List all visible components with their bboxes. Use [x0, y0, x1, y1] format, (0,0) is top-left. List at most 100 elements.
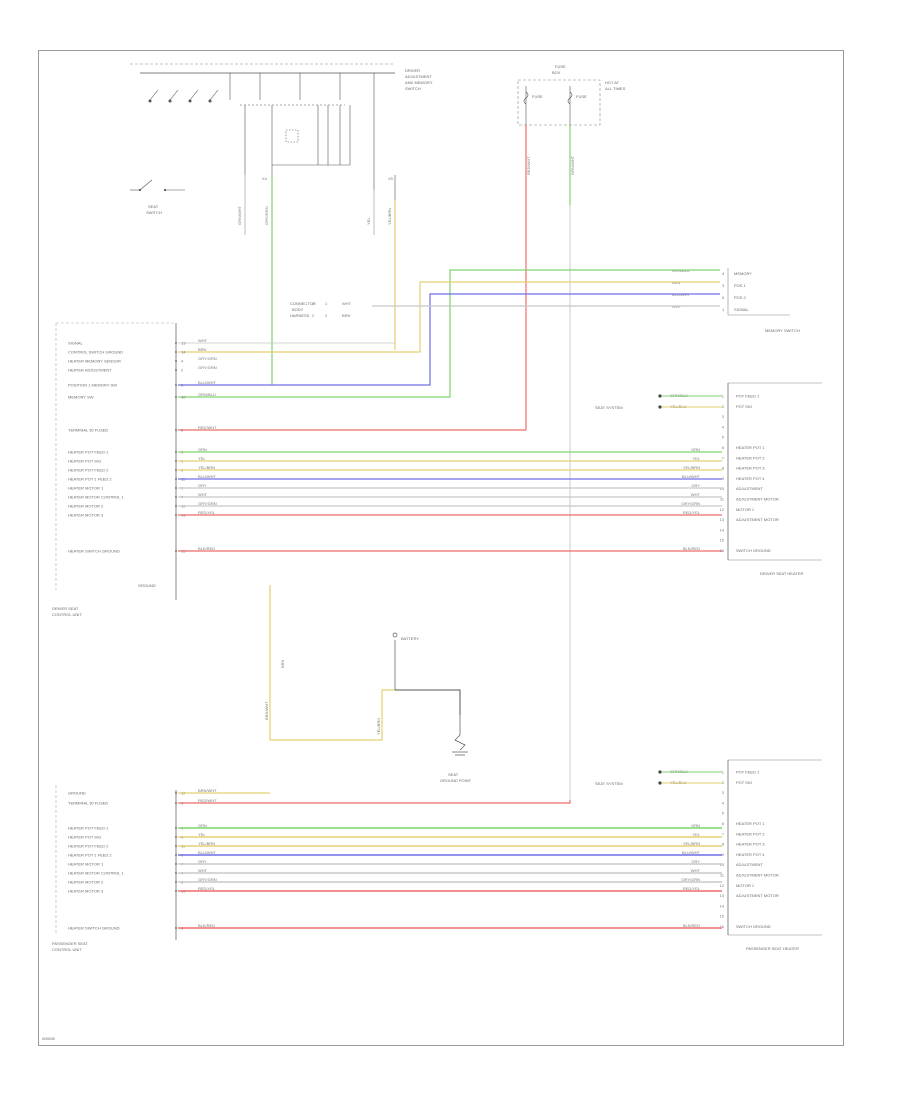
vlabel-9: BRN — [280, 659, 285, 668]
driver-pin-dot-14 — [175, 514, 177, 516]
driver-pin-dot-15 — [175, 550, 177, 552]
vlabel-5: RED/WHT — [526, 156, 531, 175]
passenger-pin-dot-7 — [175, 872, 177, 874]
driver-harness-end-label-2: YEL/BRN — [683, 465, 700, 470]
top-switch-label-2: ADJUSTMENT — [405, 74, 432, 79]
driver-heater-pin-label-6: HEATER POT 2 — [736, 455, 765, 460]
driver-pin-dot-6 — [175, 429, 177, 431]
driver-wire-label-11: GRY — [198, 483, 207, 488]
passenger-heater-pin-1: 2 — [722, 780, 725, 785]
memory-switch-wires — [178, 269, 720, 431]
passenger-pin-dot-9 — [175, 890, 177, 892]
ground-point-label-2: GROUND POINT — [440, 778, 472, 783]
passenger-heater-pin-label-5: HEATER POT 1 — [736, 821, 765, 826]
bottom-feed-wires — [178, 792, 571, 804]
passenger-harness-end-label-7: RED/YEL — [683, 886, 701, 891]
driver-pin-dot-1 — [175, 351, 177, 353]
driver-ground-label: GROUND — [138, 583, 156, 588]
mem-label-2: POS 1 — [734, 283, 747, 288]
passenger-signal-1: TERMINAL 30 FUSED — [68, 801, 108, 806]
driver-wire-label-8: YEL — [198, 456, 206, 461]
ground-point-label-1: SEAT — [448, 772, 459, 777]
passenger-wire-label-0: BRN/WHT — [198, 788, 217, 793]
seat-switch: SEAT SWITCH — [130, 179, 185, 215]
driver-pin-dot-9 — [175, 469, 177, 471]
passenger-wire-label-4: YEL/BRN — [198, 841, 215, 846]
driver-pin-dot-10 — [175, 478, 177, 480]
passenger-harness-end-label-3: BLU/WHT — [682, 850, 701, 855]
driver-pin-dot-13 — [175, 505, 177, 507]
mid-conn-pin-2: 2 — [325, 313, 328, 318]
driver-pin-dot-3 — [175, 369, 177, 371]
passenger-wire-label-8: GRY/GRN — [198, 877, 217, 882]
driver-heater-pin-5: 6 — [722, 445, 725, 450]
mid-conn-label-2: BODY — [292, 307, 304, 312]
driver-heater-pin-label-0: POT FEED 1 — [736, 394, 760, 399]
driver-heater-pin-label-5: HEATER POT 1 — [736, 445, 765, 450]
passenger-heater-side-label: SEAT SYSTEM — [595, 781, 623, 786]
driver-harness-end-label-7: RED/YEL — [683, 510, 701, 515]
driver-harness-end-label-4: GRY — [691, 483, 700, 488]
driver-heater-pin-10: 11 — [720, 497, 725, 502]
battery-label: BATTERY — [401, 636, 419, 641]
passenger-wire-label-9: RED/YEL — [198, 886, 216, 891]
passenger-pin-dot-6 — [175, 863, 177, 865]
driver-wire-label-2: GRY/GRN — [198, 356, 217, 361]
driver-wire-label-14: RED/YEL — [198, 510, 216, 515]
driver-pin-dot-7 — [175, 451, 177, 453]
passenger-signal-10: HEATER SWITCH GROUND — [68, 926, 120, 931]
driver-heater-pin-8: 9 — [722, 476, 725, 481]
top-switch-label-4: SWITCH — [405, 86, 421, 91]
driver-unit-label-1: DRIVER SEAT — [52, 606, 79, 611]
driver-pin-4: 8 — [181, 383, 184, 388]
driver-heater-pin-0: 1 — [722, 394, 725, 399]
passenger-signal-4: HEATER POT FEED 2 — [68, 844, 109, 849]
top-switch-label-3: AND MEMORY — [405, 80, 433, 85]
top-switch-label-1: DRIVER — [405, 68, 420, 73]
driver-harness-end-label-6: GRY/GRN — [681, 501, 700, 506]
driver-heater-pin-11: 12 — [720, 507, 725, 512]
passenger-harness-end-label-4: GRY — [691, 859, 700, 864]
mid-conn-label-1: CONNECTOR — [290, 301, 316, 306]
driver-heater-pin-label-8: HEATER POT 4 — [736, 476, 765, 481]
passenger-heater-pin-label-6: HEATER POT 2 — [736, 831, 765, 836]
passenger-signal-6: HEATER MOTOR 1 — [68, 862, 104, 867]
driver-pin-0: 13 — [181, 341, 186, 346]
driver-wire-label-3: GRY/GRN — [198, 365, 217, 370]
passenger-unit-label-1: PASSENGER SEAT — [52, 941, 88, 946]
short-code-2: X4 — [262, 176, 268, 181]
passenger-heater-pin-15: 16 — [720, 924, 725, 929]
driver-wire-label-5: GRN/BLU — [198, 392, 216, 397]
passenger-pin-dot-3 — [175, 836, 177, 838]
mid-conn-wire-2: BRN — [342, 313, 351, 318]
mem-pin-1: 4 — [722, 271, 725, 276]
passenger-heater-pin-label-8: HEATER POT 4 — [736, 852, 765, 857]
passenger-harness-end-label-2: YEL/BRN — [683, 841, 700, 846]
driver-wire-label-6: RED/WHT — [198, 425, 217, 430]
passenger-heater-splice-2 — [658, 781, 662, 785]
passenger-heater-pin-label-10: ADJUSTMENT MOTOR — [736, 873, 779, 878]
driver-pin-dot-11 — [175, 487, 177, 489]
driver-signal-14: HEATER MOTOR 3 — [68, 513, 104, 518]
fuse-box: FUSE BOX HOT AT ALL TIMES FUSE FUSE — [517, 64, 626, 126]
passenger-heater-pin-label-12: ADJUSTMENT MOTOR — [736, 893, 779, 898]
passenger-wire-label-6: GRY — [198, 859, 207, 864]
driver-heater-label: DRIVER SEAT HEATER — [760, 571, 803, 576]
mid-conn-pin-1: 1 — [325, 301, 328, 306]
passenger-pin-dot-0 — [175, 792, 177, 794]
fuse-box-label-2: BOX — [552, 70, 561, 75]
driver-signal-3: HEATER ADJUSTMENT — [68, 368, 112, 373]
fuse-box-side-2: ALL TIMES — [605, 86, 626, 91]
driver-heater-pin-15: 16 — [720, 548, 725, 553]
passenger-heater-pin-5: 6 — [722, 821, 725, 826]
passenger-pin-dot-2 — [175, 827, 177, 829]
driver-wire-label-15: BLK/RED — [198, 546, 215, 551]
passenger-harness-end-label-1: YEL — [692, 832, 700, 837]
driver-harness-end-label-8: BLK/RED — [683, 546, 700, 551]
passenger-heater-pin-7: 8 — [722, 842, 725, 847]
